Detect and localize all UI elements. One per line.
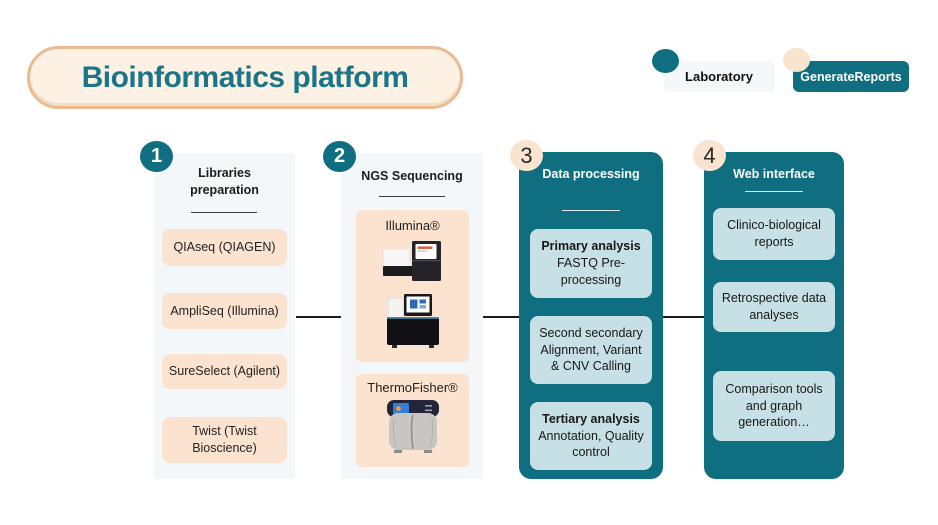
- illumina-sequencer-1-image: [356, 239, 469, 283]
- column-3-header: Data processing: [542, 167, 640, 181]
- step-badge-4: 4: [693, 140, 726, 171]
- title-pill: Bioinformatics platform: [27, 46, 463, 109]
- retrospective-data-analyses-box: Retrospective data analyses: [713, 282, 835, 332]
- column-web-interface: Web interface Clinico-biological reports…: [704, 152, 844, 479]
- page-title: Bioinformatics platform: [81, 60, 409, 94]
- illumina-label: Illumina®: [385, 218, 440, 233]
- step-badge-2: 2: [323, 141, 356, 172]
- column-libraries-preparation: Libraries preparation QIAseq (QIAGEN) Am…: [154, 153, 295, 479]
- legend-laboratory: Laboratory: [664, 61, 774, 92]
- column-4-divider: [745, 191, 803, 192]
- step-badge-3: 3: [510, 140, 543, 171]
- kit-sureselect: SureSelect (Agilent): [162, 354, 287, 389]
- step-number-1: 1: [150, 145, 163, 167]
- step-number-3: 3: [520, 142, 533, 168]
- illumina-sequencers-card: Illumina®: [356, 210, 469, 362]
- thermofisher-sequencer-card: ThermoFisher®: [356, 374, 469, 467]
- column-2-divider: [379, 196, 445, 197]
- column-ngs-sequencing: NGS Sequencing Illumina®: [341, 153, 483, 479]
- legend-generate-reports-label: GenerateReports: [800, 69, 902, 84]
- column-data-processing: Data processing Primary analysis FASTQ P…: [519, 152, 663, 479]
- kit-twist: Twist (Twist Bioscience): [162, 417, 287, 463]
- legend-laboratory-label: Laboratory: [685, 69, 753, 84]
- kit-ampliseq: AmpliSeq (Illumina): [162, 293, 287, 329]
- connector-step2-step3: [483, 316, 520, 318]
- column-3-divider: [562, 210, 620, 211]
- column-2-header: NGS Sequencing: [361, 169, 463, 183]
- illumina-sequencer-2-image: [356, 292, 469, 350]
- thermofisher-label: ThermoFisher®: [367, 380, 458, 395]
- clinico-biological-reports-box: Clinico-biological reports: [713, 208, 835, 260]
- column-4-header: Web interface: [733, 167, 815, 181]
- connector-step3-step4: [663, 316, 705, 318]
- kit-qiaseq: QIAseq (QIAGEN): [162, 229, 287, 266]
- legend-generate-reports: GenerateReports: [793, 61, 909, 92]
- column-1-header: Libraries preparation: [190, 166, 259, 197]
- laboratory-legend-dot-icon: [652, 49, 679, 73]
- tertiary-analysis-box: Tertiary analysis Annotation, Quality co…: [530, 402, 652, 470]
- step-number-4: 4: [703, 142, 716, 168]
- generate-reports-legend-dot-icon: [783, 48, 810, 72]
- thermofisher-sequencer-image: [356, 399, 469, 455]
- column-1-divider: [191, 212, 257, 213]
- step-badge-1: 1: [140, 141, 173, 172]
- comparison-tools-box: Comparison tools and graph generation…: [713, 371, 835, 441]
- secondary-analysis-box: Second secondary Alignment, Variant & CN…: [530, 316, 652, 384]
- connector-step1-step2: [296, 316, 341, 318]
- step-number-2: 2: [333, 145, 346, 167]
- primary-analysis-box: Primary analysis FASTQ Pre-processing: [530, 229, 652, 298]
